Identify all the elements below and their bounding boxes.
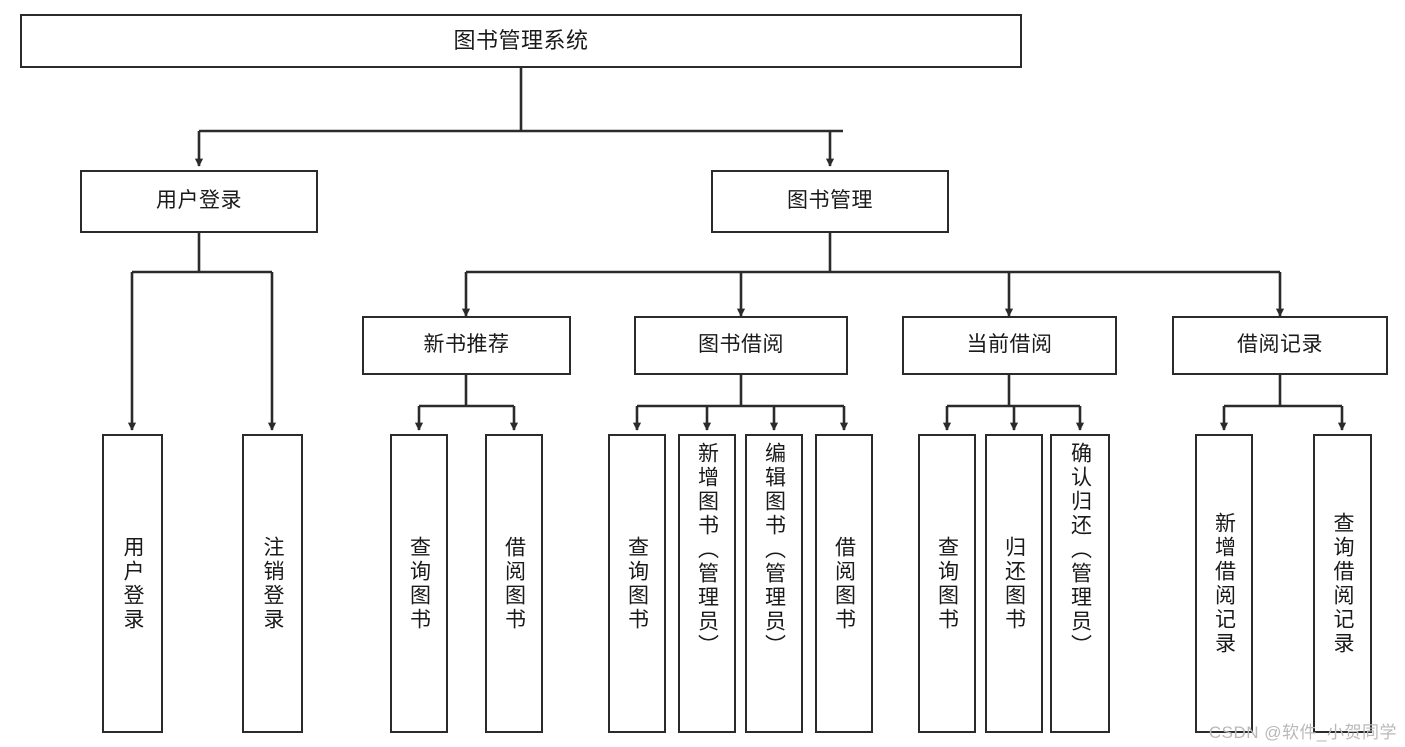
node-leaf-query-record[interactable]: 查询借阅记录 xyxy=(1313,434,1372,733)
node-book-manage[interactable]: 图书管理 xyxy=(711,170,949,233)
node-leaf-query-book-2[interactable]: 查询图书 xyxy=(608,434,666,733)
node-leaf-user-logout-label: 注销登录 xyxy=(261,535,284,632)
node-leaf-user-login[interactable]: 用户登录 xyxy=(102,434,163,733)
node-leaf-add-record-label: 新增借阅记录 xyxy=(1212,511,1236,656)
node-leaf-query-book-3-label: 查询图书 xyxy=(935,535,959,632)
node-leaf-user-logout[interactable]: 注销登录 xyxy=(242,434,303,733)
node-borrow-record[interactable]: 借阅记录 xyxy=(1172,316,1388,375)
node-leaf-add-book-label: 新增图书（管理员） xyxy=(695,442,719,658)
node-leaf-query-book-2-label: 查询图书 xyxy=(625,535,649,632)
node-leaf-add-record[interactable]: 新增借阅记录 xyxy=(1195,434,1253,733)
node-leaf-borrow-book-2-label: 借阅图书 xyxy=(832,535,856,632)
node-root-label: 图书管理系统 xyxy=(453,28,589,54)
node-leaf-borrow-book-1[interactable]: 借阅图书 xyxy=(485,434,543,733)
node-leaf-return-book[interactable]: 归还图书 xyxy=(985,434,1043,733)
node-leaf-borrow-book-2[interactable]: 借阅图书 xyxy=(815,434,873,733)
node-leaf-query-book-1-label: 查询图书 xyxy=(407,535,431,632)
node-root[interactable]: 图书管理系统 xyxy=(20,14,1022,68)
node-new-book-recommend-label: 新书推荐 xyxy=(423,333,510,357)
node-leaf-return-book-label: 归还图书 xyxy=(1002,535,1026,632)
node-book-manage-label: 图书管理 xyxy=(787,189,873,213)
node-book-borrow-label: 图书借阅 xyxy=(698,333,784,357)
node-leaf-user-login-label: 用户登录 xyxy=(121,535,144,632)
node-leaf-borrow-book-1-label: 借阅图书 xyxy=(502,535,526,632)
node-book-borrow[interactable]: 图书借阅 xyxy=(634,316,848,375)
node-borrow-record-label: 借阅记录 xyxy=(1237,333,1323,357)
node-leaf-confirm-return-label: 确认归还（管理员） xyxy=(1068,442,1092,658)
node-current-borrow[interactable]: 当前借阅 xyxy=(902,316,1117,375)
csdn-watermark: CSDN @软件_小贺同学 xyxy=(1208,723,1397,742)
node-user-login[interactable]: 用户登录 xyxy=(80,170,318,233)
node-leaf-edit-book[interactable]: 编辑图书（管理员） xyxy=(745,434,803,733)
node-leaf-edit-book-label: 编辑图书（管理员） xyxy=(762,442,786,658)
node-current-borrow-label: 当前借阅 xyxy=(966,333,1053,357)
node-new-book-recommend[interactable]: 新书推荐 xyxy=(362,316,571,375)
node-leaf-query-book-1[interactable]: 查询图书 xyxy=(390,434,448,733)
node-leaf-confirm-return[interactable]: 确认归还（管理员） xyxy=(1050,434,1110,733)
node-user-login-label: 用户登录 xyxy=(156,189,242,213)
node-leaf-add-book[interactable]: 新增图书（管理员） xyxy=(678,434,736,733)
node-leaf-query-book-3[interactable]: 查询图书 xyxy=(918,434,976,733)
node-leaf-query-record-label: 查询借阅记录 xyxy=(1331,511,1354,656)
